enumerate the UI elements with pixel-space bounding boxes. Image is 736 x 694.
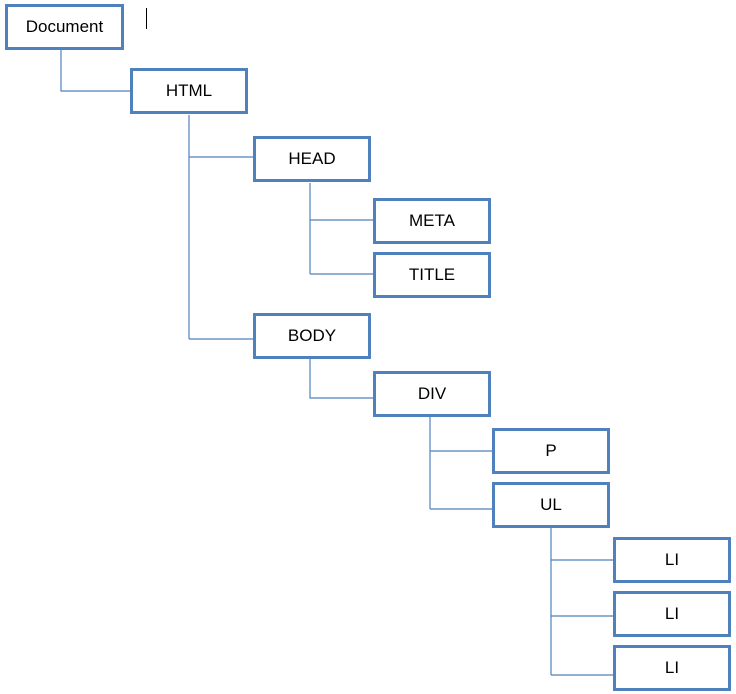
connector-body-div [309,358,374,399]
node-title: TITLE [373,252,491,298]
node-li-3: LI [613,645,731,691]
node-head: HEAD [253,136,371,182]
connector-document-html [60,50,131,92]
node-body: BODY [253,313,371,359]
node-ul: UL [492,482,610,528]
node-document: Document [5,4,124,50]
node-p: P [492,428,610,474]
text-cursor [146,8,147,29]
node-div: DIV [373,371,491,417]
node-meta: META [373,198,491,244]
node-li-1: LI [613,537,731,583]
node-li-2: LI [613,591,731,637]
node-html: HTML [130,68,248,114]
